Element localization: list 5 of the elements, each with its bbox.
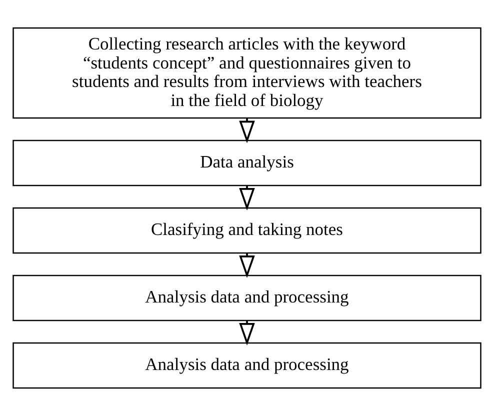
node-box: Analysis data and processing xyxy=(12,342,482,388)
node-box: Clasifying and taking notes xyxy=(12,206,482,254)
node-box: Analysis data and processing xyxy=(12,274,482,321)
node-box: Collecting research articles with the keyword “students concept” and questionnaires given to students and results from interviews with teachers in the field of biology xyxy=(12,26,482,118)
node-box: Data analysis xyxy=(12,139,482,186)
